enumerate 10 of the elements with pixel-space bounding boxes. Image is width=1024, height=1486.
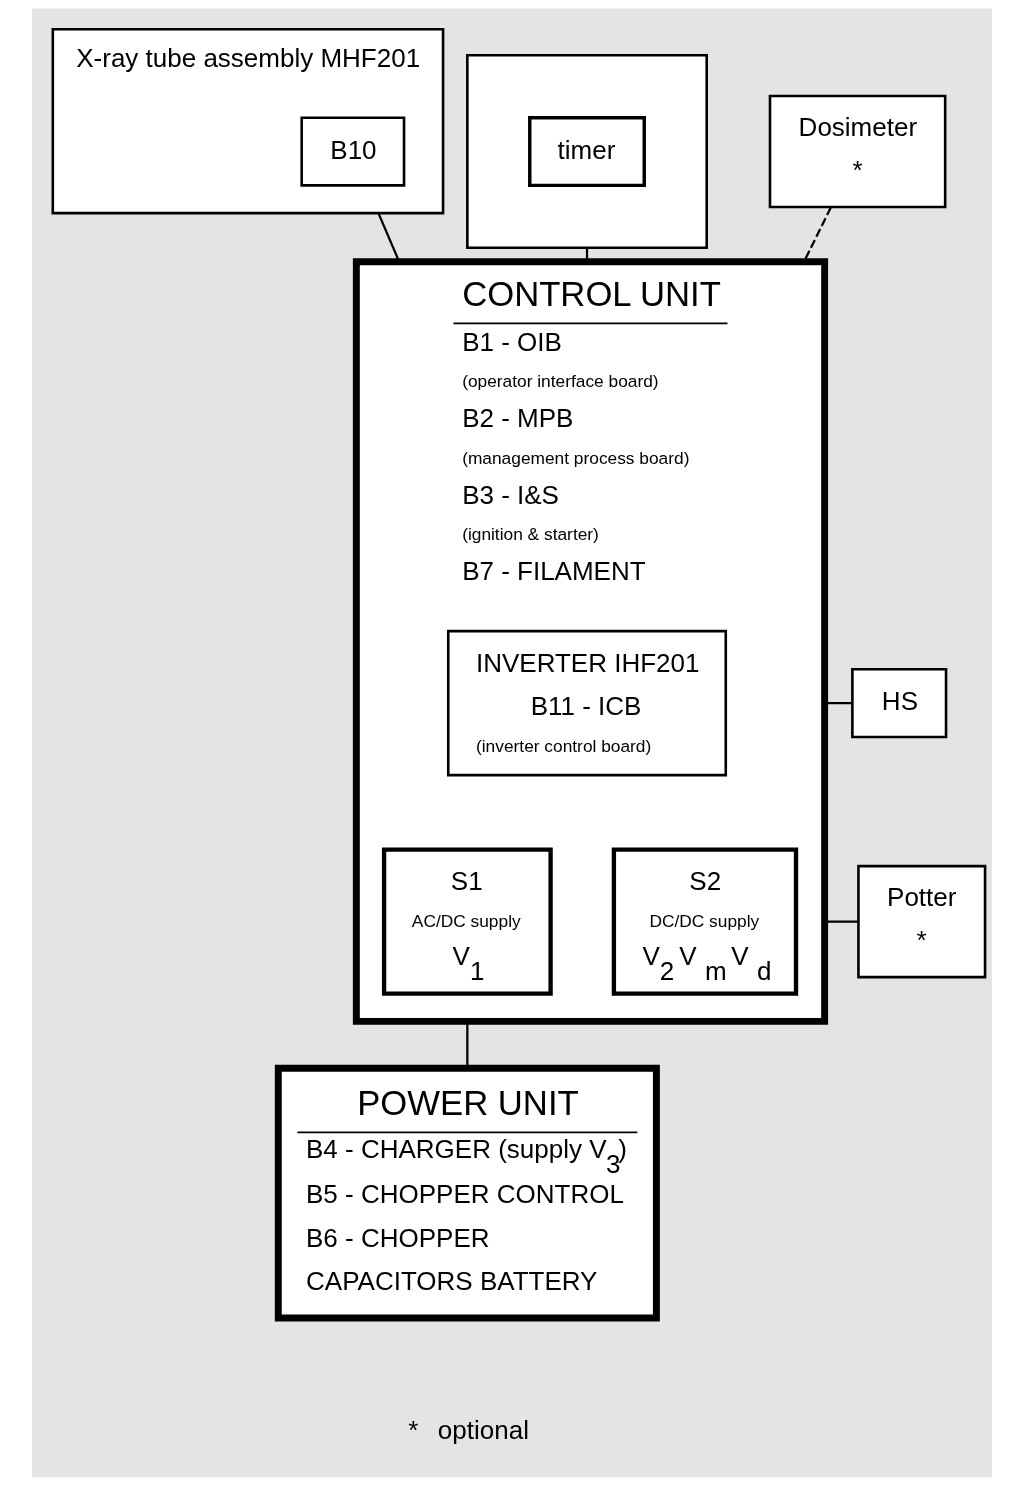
node-box: Dosimeter *	[768, 94, 947, 209]
label: optional	[437, 1414, 529, 1445]
node-box: INVERTER IHF201 B11 - ICB (inverter control board)	[446, 629, 728, 777]
label: *	[408, 1414, 419, 1445]
connector	[585, 247, 589, 262]
node-box: HS	[851, 668, 948, 739]
node-box: Potter *	[857, 864, 987, 979]
node-box: B10	[300, 116, 406, 187]
cluster	[466, 54, 708, 250]
node-box: timer	[528, 116, 646, 188]
